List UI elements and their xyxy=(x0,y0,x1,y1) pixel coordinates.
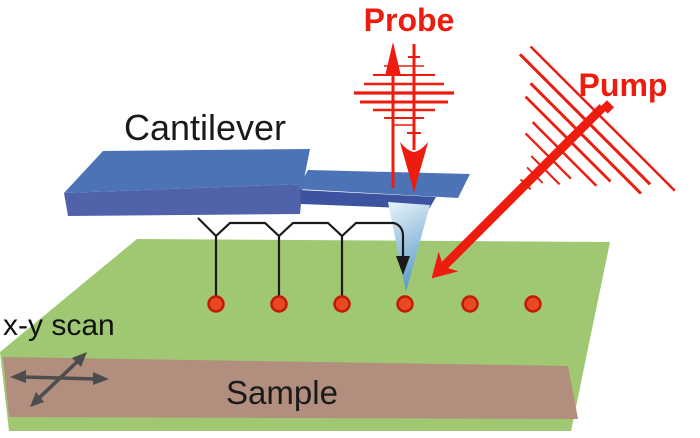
molecule-dot xyxy=(461,295,479,313)
pulse-line xyxy=(531,121,598,187)
probe-label: Probe xyxy=(364,2,455,38)
arrowhead-downleft-icon xyxy=(30,392,44,407)
sample-label: Sample xyxy=(226,374,338,411)
probe-pulse-packet-icon xyxy=(354,56,454,134)
pulse-line xyxy=(524,95,612,183)
molecule-dot xyxy=(396,295,414,313)
xy-scan-arrows-icon xyxy=(10,352,109,407)
cantilever-label: Cantilever xyxy=(124,107,286,148)
pulse-line xyxy=(530,155,561,186)
molecule-dot xyxy=(207,295,225,313)
xy-scan-label: x-y scan xyxy=(3,309,115,342)
cantilever-front-face xyxy=(64,184,303,216)
pulse-line xyxy=(529,45,676,192)
molecule-dot xyxy=(333,295,351,313)
tip-contact-arrowhead-icon xyxy=(396,256,410,275)
probe-down-arrowhead-icon xyxy=(400,142,428,193)
arrowhead-right-icon xyxy=(93,372,109,385)
cantilever-arm-top-face xyxy=(298,170,470,198)
pulse-tick xyxy=(515,187,523,195)
pump-beam-group: Pump xyxy=(431,45,676,279)
pump-label: Pump xyxy=(579,67,668,103)
xy-scan-arrow-diagonal xyxy=(36,358,81,401)
pump-beam-tail xyxy=(600,100,615,114)
pulse-line xyxy=(524,132,572,180)
cantilever-top-face xyxy=(64,149,310,193)
molecule-dot xyxy=(270,295,288,313)
tip-trajectory-path xyxy=(197,217,405,260)
molecule-dot xyxy=(524,295,542,313)
pulse-line xyxy=(529,82,642,195)
tip-trajectory-group xyxy=(197,217,410,296)
pulse-line xyxy=(518,53,652,186)
pulse-tick xyxy=(519,178,532,191)
sample-block: Sample xyxy=(0,239,610,431)
probe-beam-group: Probe xyxy=(354,2,454,193)
pulse-line xyxy=(526,166,544,184)
cantilever-group: Cantilever xyxy=(64,107,470,216)
pump-beam-rotated xyxy=(431,45,676,279)
pump-pulse-packet-icon xyxy=(515,45,676,195)
xy-scan-group: x-y scan xyxy=(3,309,115,407)
probe-up-arrowhead-icon xyxy=(385,42,401,76)
sample-front-face xyxy=(3,357,578,419)
molecule-dots-row xyxy=(207,295,542,313)
arrowhead-left-icon xyxy=(10,370,26,383)
arrowhead-upright-icon xyxy=(72,352,87,367)
